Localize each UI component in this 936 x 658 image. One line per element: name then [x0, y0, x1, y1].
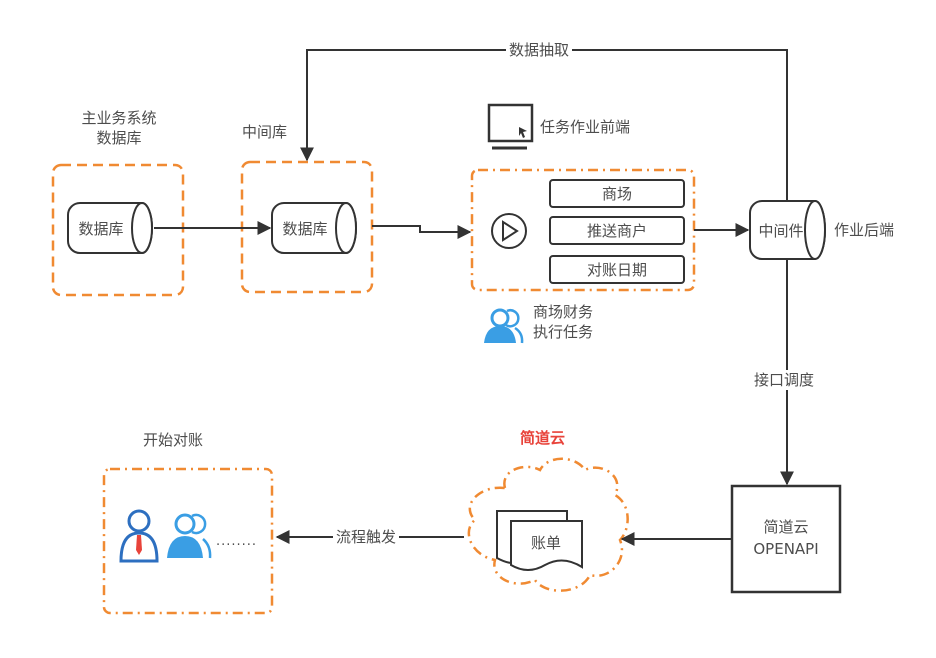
middleware-cylinder — [749, 200, 826, 260]
api-schedule-label: 接口调度 — [751, 370, 818, 390]
main-system-db-cylinder — [67, 202, 153, 254]
intermediate-db-cylinder — [271, 202, 357, 254]
play-icon — [491, 213, 527, 249]
main-system-db-label: 数据库 — [78, 219, 124, 238]
jdy-cloud-caption: 简道云 — [520, 429, 566, 447]
executor-caption: 商场财务 执行任务 — [533, 302, 593, 342]
main-system-caption: 主业务系统 数据库 — [58, 108, 180, 148]
intermediate-db-caption: 中间库 — [242, 123, 288, 141]
users-group-icon — [167, 513, 212, 559]
main-system-caption-line2: 数据库 — [96, 129, 142, 147]
start-reconcile-container — [102, 467, 274, 615]
middleware-caption: 作业后端 — [834, 221, 895, 239]
manager-icon — [119, 509, 159, 563]
openapi-label: 简道云 OPENAPI — [732, 516, 840, 560]
field-push-merchant[interactable]: 推送商户 — [549, 216, 685, 245]
openapi-box — [730, 484, 842, 594]
executor-caption-line2: 执行任务 — [533, 323, 594, 341]
openapi-label-line2: OPENAPI — [753, 540, 819, 558]
flow-trigger-label: 流程触发 — [333, 527, 400, 547]
executor-caption-line1: 商场财务 — [533, 303, 594, 321]
jdy-cloud-shape — [467, 457, 629, 592]
field-reconcile-date[interactable]: 对账日期 — [549, 255, 685, 284]
bill-document-icon — [496, 510, 583, 571]
main-system-container — [51, 163, 185, 297]
main-system-caption-line1: 主业务系统 — [81, 109, 157, 127]
middleware-label: 中间件 — [758, 221, 804, 240]
openapi-label-line1: 简道云 — [763, 518, 809, 536]
more-users-ellipsis: ........ — [216, 534, 258, 549]
start-reconcile-caption: 开始对账 — [143, 431, 204, 449]
field-mall[interactable]: 商场 — [549, 179, 685, 208]
edge-intermediate-to-task — [372, 225, 472, 239]
task-frontend-caption: 任务作业前端 — [540, 118, 631, 136]
monitor-icon — [487, 103, 534, 150]
users-icon — [484, 308, 524, 344]
bill-label: 账单 — [530, 533, 561, 552]
data-extract-label: 数据抽取 — [506, 40, 573, 60]
intermediate-db-label: 数据库 — [282, 219, 328, 238]
